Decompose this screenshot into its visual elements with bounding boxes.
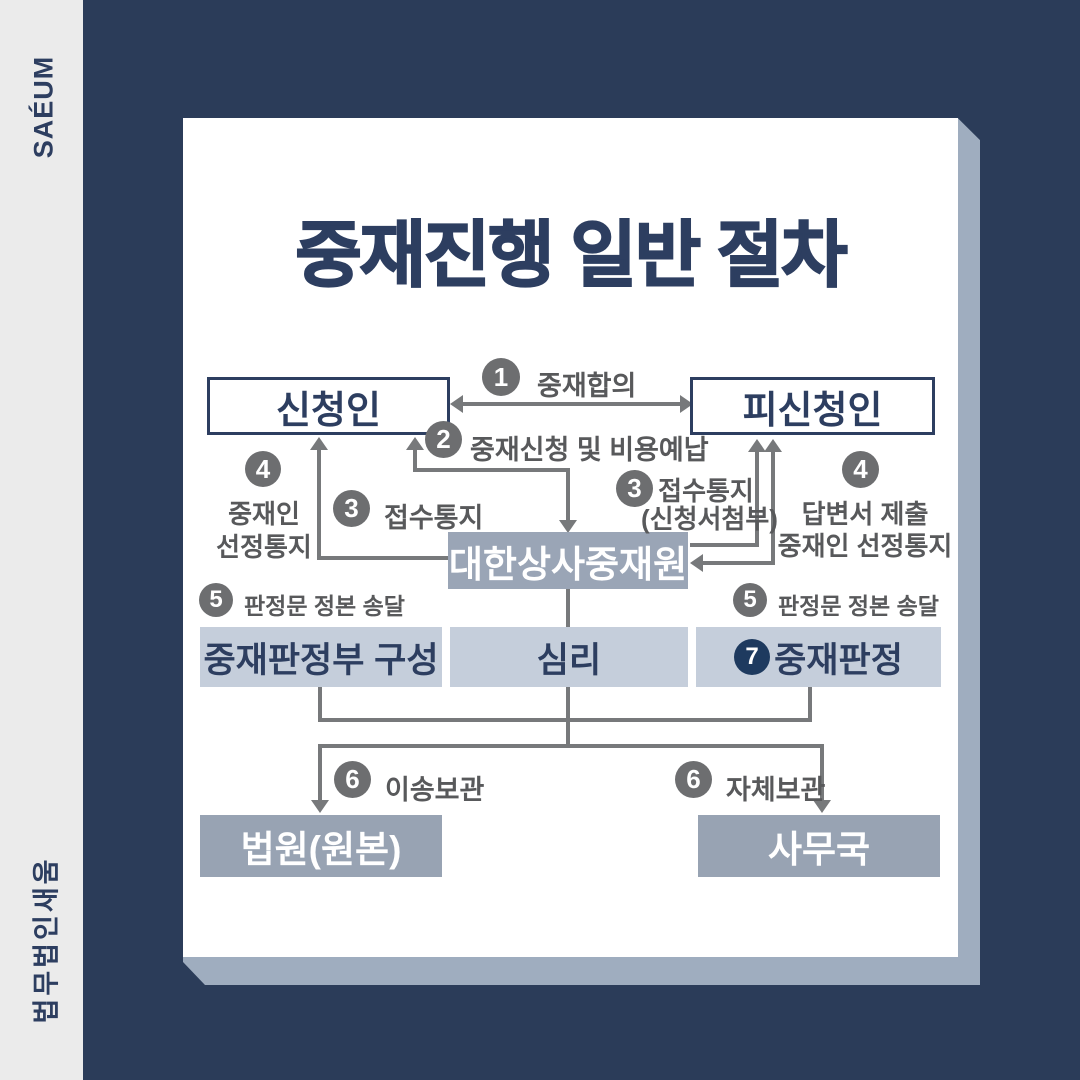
step-4-right-badge: 4 <box>842 451 879 488</box>
step-3-right-label: 접수통지 (신청서첨부) <box>641 476 778 534</box>
step-5-left-badge: 5 <box>199 583 233 617</box>
connector-hearing-down <box>566 687 570 748</box>
step-4-left-label-line2: 선정통지 <box>216 532 312 562</box>
step-1-badge: 1 <box>482 358 520 396</box>
node-hearing: 심리 <box>450 627 688 687</box>
arrow-step2-head-down <box>559 520 577 533</box>
arrow-step3r-v <box>755 451 759 547</box>
connector-kcab-hearing <box>566 589 570 629</box>
step-4-right-label-line2: 중재인 선정통지 <box>777 531 953 561</box>
step-7-badge: 7 <box>734 639 771 675</box>
sidebar: SAÉUM 법무법인새움 <box>0 0 83 1080</box>
page-title: 중재진행 일반 절차 <box>295 215 849 297</box>
step-3-left-badge: 3 <box>333 490 370 527</box>
node-respondent: 피신청인 <box>690 377 935 435</box>
brand-logo-text: SAÉUM <box>28 55 59 159</box>
step-3-right-label-line2: (신청서첨부) <box>641 504 778 534</box>
arrow-step3l-head-up <box>310 437 328 450</box>
arrow-step3l-v <box>317 449 321 560</box>
step-5-left-label: 판정문 정본 송달 <box>244 593 405 619</box>
arrow-step4r-v <box>771 451 775 565</box>
arrow-agreement-line <box>457 402 686 406</box>
arrow-step4r-head-left <box>690 554 703 572</box>
arrow-court-head-down <box>311 800 329 813</box>
connector-court-v <box>318 744 322 802</box>
step-4-right-label: 답변서 제출 중재인 선정통지 <box>777 499 953 561</box>
node-secretariat: 사무국 <box>698 815 940 877</box>
arrow-secretariat-head-down <box>813 800 831 813</box>
step-6-right-badge: 6 <box>675 761 712 798</box>
step-4-left-label: 중재인 선정통지 <box>216 499 312 562</box>
step-5-right-label: 판정문 정본 송달 <box>778 593 939 619</box>
connector-h1 <box>318 718 812 722</box>
connector-award-down <box>808 687 812 722</box>
arrow-step3r-head-up <box>748 439 766 452</box>
step-3-right-badge: 3 <box>616 470 653 507</box>
node-award-label: 중재판정 <box>774 640 903 680</box>
arrow-step3r-h <box>690 543 759 547</box>
step-5-right-badge: 5 <box>733 583 767 617</box>
node-award: 7 중재판정 <box>696 627 941 687</box>
arrow-step4r-h <box>700 561 775 565</box>
arrow-step2-v2 <box>566 468 570 522</box>
step-3-left-label: 접수통지 <box>384 503 484 533</box>
brand-firm-name: 법무법인새움 <box>31 856 62 1024</box>
step-4-left-badge: 4 <box>245 451 281 487</box>
arrow-step2-h <box>413 468 570 472</box>
arrow-agreement-head-right <box>680 395 693 413</box>
node-claimant: 신청인 <box>207 377 450 435</box>
arrow-step2-head-up <box>406 437 424 450</box>
connector-secretariat-v <box>820 744 824 802</box>
connector-tribunal-down <box>318 687 322 722</box>
step-6-right-label: 자체보관 <box>726 775 826 805</box>
node-tribunal: 중재판정부 구성 <box>200 627 442 687</box>
step-2-label: 중재신청 및 비용예납 <box>470 435 709 465</box>
step-1-label: 중재합의 <box>537 371 637 401</box>
arrow-agreement-head-left <box>450 395 463 413</box>
connector-h2 <box>318 744 824 748</box>
step-6-left-label: 이송보관 <box>385 775 485 805</box>
step-6-left-badge: 6 <box>334 761 371 798</box>
arrow-step2-v1 <box>413 449 417 472</box>
arrow-step3l-h <box>317 556 450 560</box>
node-kcab: 대한상사중재원 <box>448 532 688 589</box>
step-2-badge: 2 <box>425 421 462 458</box>
node-court: 법원(원본) <box>200 815 442 877</box>
arrow-step4r-head-up <box>764 439 782 452</box>
